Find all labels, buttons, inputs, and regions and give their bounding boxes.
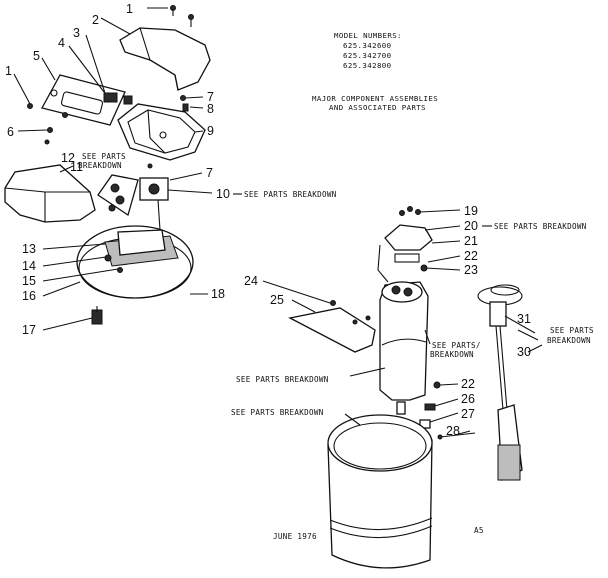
callout-label: 10 — [216, 187, 230, 201]
see-parts-breakdown-note: SEE PARTS BREAKDOWN — [236, 375, 329, 384]
callout-label: 3 — [73, 26, 80, 40]
callout-label: 21 — [464, 234, 478, 248]
model-number: 625.342800 — [343, 61, 392, 70]
see-parts-note: SEE PARTS/ — [432, 341, 481, 350]
breakdown-note: BREAKDOWN — [430, 350, 474, 359]
callout-label: 12 — [61, 151, 75, 165]
page-code: A5 — [474, 526, 484, 535]
callout-label: 18 — [211, 287, 225, 301]
callout-label: 22 — [464, 249, 478, 263]
breakdown-note: BREAKDOWN — [78, 161, 122, 170]
valve-head — [377, 206, 433, 283]
description-line: AND ASSOCIATED PARTS — [329, 103, 426, 112]
see-parts-note: SEE PARTS — [82, 152, 126, 161]
control-housing — [117, 103, 206, 161]
brine-well — [477, 284, 523, 482]
timer-mechanism — [97, 174, 169, 231]
callout-label: 14 — [22, 259, 36, 273]
callout-label: 8 — [207, 102, 214, 116]
screw-part — [27, 103, 53, 145]
callout-label: 28 — [446, 424, 460, 438]
description-line: MAJOR COMPONENT ASSEMBLIES — [312, 94, 438, 103]
callout-label: 22 — [461, 377, 475, 391]
leader-lines — [13, 17, 543, 436]
model-title: MODEL NUMBERS: — [334, 31, 402, 40]
screw-part — [147, 95, 189, 169]
callout-label: 20 — [464, 219, 478, 233]
callout-label: 13 — [22, 242, 36, 256]
see-parts-breakdown-note: SEE PARTS BREAKDOWN — [231, 408, 324, 417]
fitting-parts — [396, 381, 476, 440]
notes: SEE PARTS BREAKDOWN SEE PARTS BREAKDOWN … — [78, 152, 594, 417]
callout-label: 26 — [461, 392, 475, 406]
callout-label: 17 — [22, 323, 36, 337]
callout-label: 11 — [70, 160, 83, 174]
callout-label: 27 — [461, 407, 475, 421]
callout-label: 9 — [207, 124, 214, 138]
bezel-plate — [41, 74, 126, 126]
callout-label: 7 — [207, 90, 214, 104]
callout-label: 2 — [92, 13, 99, 27]
screw-part — [170, 5, 194, 27]
callout-label: 19 — [464, 204, 478, 218]
bracket-plate — [288, 300, 376, 353]
header-block: MODEL NUMBERS: 625.342600 625.342700 625… — [312, 31, 438, 112]
callout-numbers: 1 2 3 4 5 1 6 7 8 9 7 10 12 11 13 14 15 … — [5, 2, 531, 438]
side-cover — [4, 164, 96, 223]
callout-label: 23 — [464, 263, 478, 277]
see-parts-note: SEE PARTS — [550, 326, 594, 335]
top-cover — [119, 27, 211, 91]
base-lid — [76, 225, 194, 299]
callout-label: 1 — [126, 2, 133, 16]
callout-label: 31 — [517, 312, 531, 326]
callout-label: 5 — [33, 49, 40, 63]
date-label: JUNE 1976 — [273, 532, 317, 541]
breakdown-note: BREAKDOWN — [547, 336, 591, 345]
brine-tank — [327, 414, 433, 569]
callout-label: 4 — [58, 36, 65, 50]
resin-tank — [379, 281, 429, 401]
knob-part — [103, 92, 133, 105]
footer: JUNE 1976 A5 — [273, 526, 484, 541]
see-parts-breakdown-note: SEE PARTS BREAKDOWN — [244, 190, 337, 199]
model-number: 625.342700 — [343, 51, 392, 60]
callout-label: 15 — [22, 274, 36, 288]
model-number: 625.342600 — [343, 41, 392, 50]
callout-label: 30 — [517, 345, 531, 359]
callout-label: 25 — [270, 293, 284, 307]
see-parts-breakdown-note: SEE PARTS BREAKDOWN — [494, 222, 587, 231]
callout-label: 1 — [5, 64, 12, 78]
callout-label: 24 — [244, 274, 258, 288]
callout-label: 6 — [7, 125, 14, 139]
callout-label: 7 — [206, 166, 213, 180]
valve-part — [91, 306, 103, 325]
callout-label: 16 — [22, 289, 36, 303]
